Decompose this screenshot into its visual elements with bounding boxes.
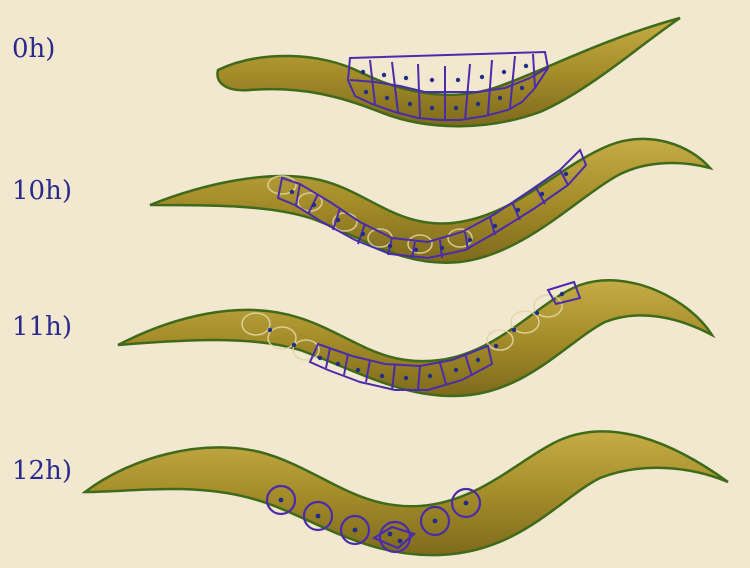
worm-body-11h [118, 280, 712, 396]
worm-11h [118, 280, 712, 396]
worm-body-12h [85, 431, 728, 555]
worm-body-0h [217, 18, 680, 126]
worm-10h [150, 139, 710, 263]
worm-12h [85, 431, 728, 555]
worm-body-10h [150, 139, 710, 263]
worm-0h [217, 18, 680, 126]
